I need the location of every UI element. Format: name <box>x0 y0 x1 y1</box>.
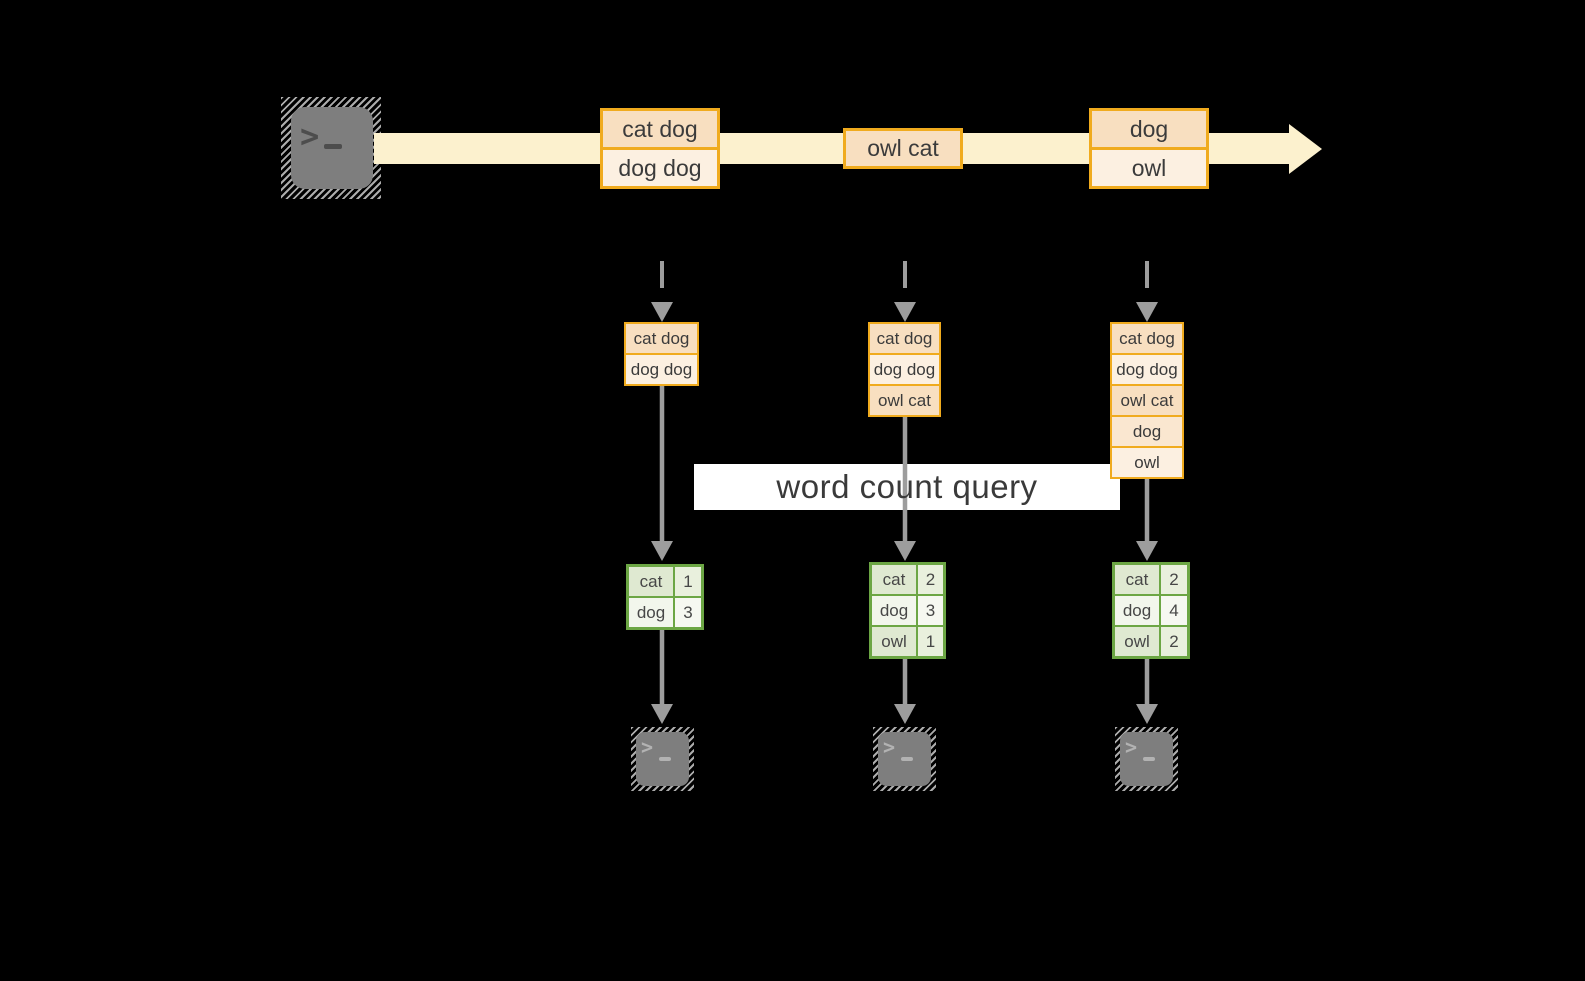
prompt-icon: > <box>1125 735 1138 759</box>
word-cell: owl <box>872 627 918 656</box>
dashed-arrow-head <box>1136 302 1158 322</box>
count-cell: 4 <box>1161 596 1187 625</box>
count-table-2: cat 2 dog 3 owl 1 <box>869 562 946 659</box>
count-table-3: cat 2 dog 4 owl 2 <box>1112 562 1190 659</box>
word-cell: cat <box>1115 565 1161 594</box>
word-cell: owl <box>1115 627 1161 656</box>
dashed-arrow-head <box>894 302 916 322</box>
word-cell: dog <box>629 598 675 627</box>
buffer-line: cat dog <box>870 324 939 353</box>
query-arrow-head <box>651 541 673 561</box>
terminal-body: > <box>291 107 373 189</box>
sink-terminal-icon-2: > <box>873 727 936 791</box>
buffer-box-1: cat dog dog dog <box>624 322 699 386</box>
buffer-line: owl <box>1112 446 1182 477</box>
event-line: owl cat <box>846 131 960 166</box>
count-cell: 3 <box>918 596 943 625</box>
source-terminal-icon: > <box>281 97 381 199</box>
table-row: dog 4 <box>1115 594 1187 625</box>
terminal-body: > <box>1120 732 1173 786</box>
count-cell: 2 <box>1161 565 1187 594</box>
table-row: owl 1 <box>872 625 943 656</box>
table-row: dog 3 <box>629 596 701 627</box>
prompt-icon: > <box>883 735 896 759</box>
query-arrow-head <box>1136 541 1158 561</box>
event-line: owl <box>1092 147 1206 186</box>
cursor-underscore-icon <box>659 757 671 761</box>
count-cell: 3 <box>675 598 701 627</box>
count-cell: 2 <box>918 565 943 594</box>
event-line: cat dog <box>603 111 717 147</box>
sink-terminal-icon-3: > <box>1115 727 1178 791</box>
event-line: dog <box>1092 111 1206 147</box>
query-arrow-head <box>894 541 916 561</box>
query-label: word count query <box>776 468 1038 505</box>
buffer-line: dog dog <box>870 353 939 384</box>
buffer-box-2: cat dog dog dog owl cat <box>868 322 941 417</box>
table-row: cat 2 <box>872 565 943 594</box>
prompt-icon: > <box>300 117 320 155</box>
buffer-line: cat dog <box>626 324 697 353</box>
prompt-icon: > <box>641 735 654 759</box>
cursor-underscore-icon <box>1143 757 1155 761</box>
count-cell: 1 <box>675 567 701 596</box>
word-cell: cat <box>872 565 918 594</box>
buffer-box-3: cat dog dog dog owl cat dog owl <box>1110 322 1184 479</box>
buffer-line: owl cat <box>1112 384 1182 415</box>
stream-arrow-head <box>1289 124 1322 174</box>
terminal-body: > <box>636 732 689 786</box>
cursor-underscore-icon <box>901 757 913 761</box>
dashed-arrow-head <box>651 302 673 322</box>
count-table-1: cat 1 dog 3 <box>626 564 704 630</box>
buffer-line: cat dog <box>1112 324 1182 353</box>
output-arrow-head <box>1136 704 1158 724</box>
table-row: cat 1 <box>629 567 701 596</box>
stream-event-box-3: dog owl <box>1089 108 1209 189</box>
output-arrow-head <box>894 704 916 724</box>
sink-terminal-icon-1: > <box>631 727 694 791</box>
stream-event-box-2: owl cat <box>843 128 963 169</box>
count-cell: 2 <box>1161 627 1187 656</box>
buffer-line: dog <box>1112 415 1182 446</box>
event-line: dog dog <box>603 147 717 186</box>
word-cell: cat <box>629 567 675 596</box>
count-cell: 1 <box>918 627 943 656</box>
cursor-underscore-icon <box>324 144 342 149</box>
word-cell: dog <box>1115 596 1161 625</box>
table-row: owl 2 <box>1115 625 1187 656</box>
buffer-line: dog dog <box>626 353 697 384</box>
word-cell: dog <box>872 596 918 625</box>
table-row: cat 2 <box>1115 565 1187 594</box>
table-row: dog 3 <box>872 594 943 625</box>
buffer-line: dog dog <box>1112 353 1182 384</box>
output-arrow-head <box>651 704 673 724</box>
buffer-line: owl cat <box>870 384 939 415</box>
stream-event-box-1: cat dog dog dog <box>600 108 720 189</box>
terminal-body: > <box>878 732 931 786</box>
